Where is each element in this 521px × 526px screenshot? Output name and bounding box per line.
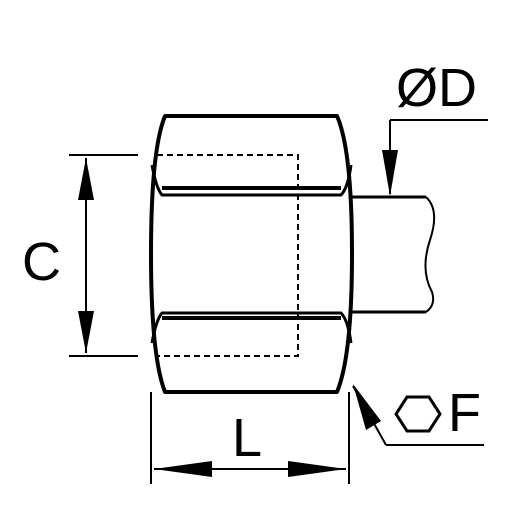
dimension-l — [150, 392, 350, 484]
hex-nut-body — [149, 114, 354, 394]
dimension-l-label: L — [232, 408, 262, 468]
tube — [352, 195, 436, 314]
hidden-bore — [157, 154, 299, 357]
dimension-d — [382, 119, 488, 196]
dimension-c — [69, 154, 138, 357]
dimension-d-label: ØD — [396, 58, 477, 118]
dimension-f-label: F — [448, 383, 481, 443]
dimension-c-label: C — [22, 232, 61, 292]
hexagon-icon — [394, 395, 442, 433]
dimension-f — [352, 384, 484, 446]
